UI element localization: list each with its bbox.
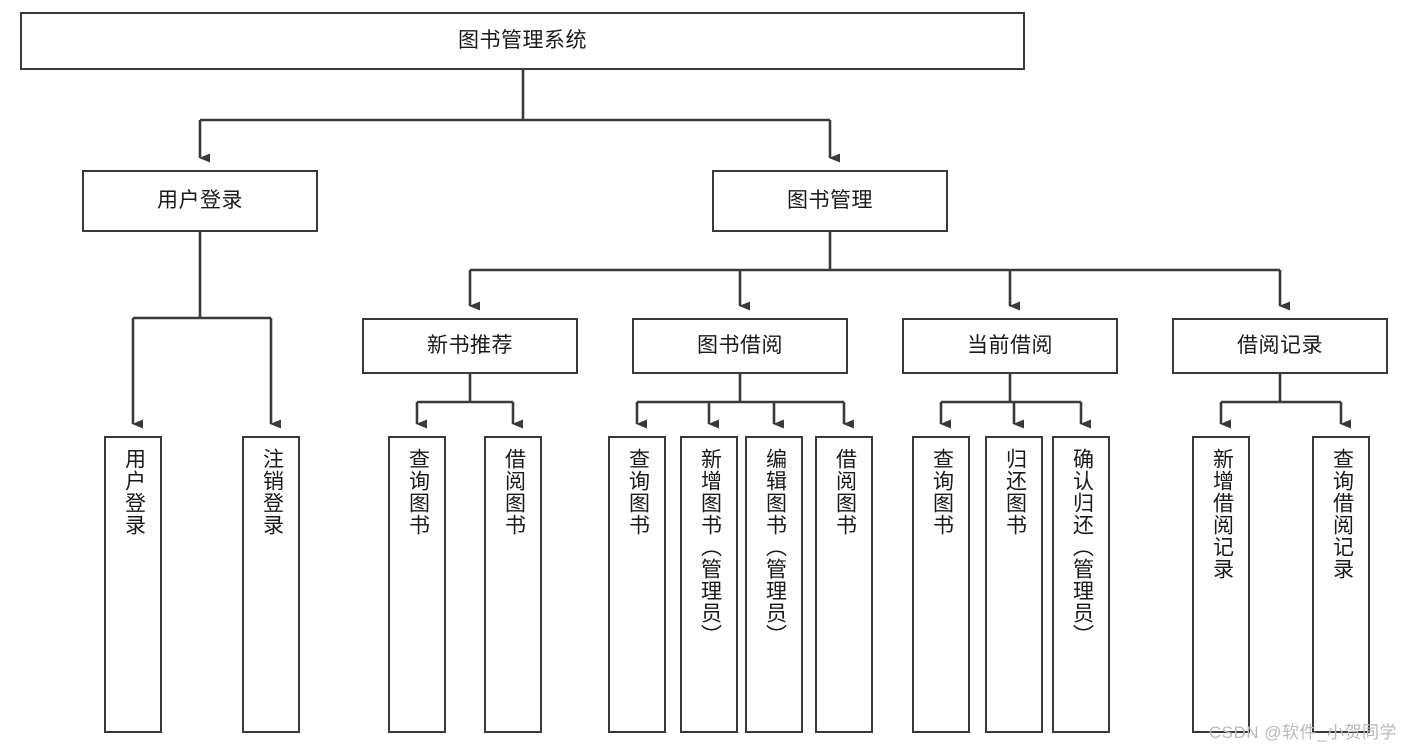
- node-label: 确认归还（管理员）: [1070, 448, 1094, 646]
- node-label: 新增图书（管理员）: [698, 448, 722, 646]
- node-label: 借阅图书: [833, 448, 857, 536]
- node-new-book-recommend[interactable]: 新书推荐: [362, 318, 578, 374]
- node-label: 用户登录: [122, 448, 146, 536]
- node-label: 用户登录: [157, 188, 243, 212]
- node-label: 编辑图书（管理员）: [763, 448, 787, 646]
- node-label: 新书推荐: [427, 333, 513, 357]
- leaf-query-book-borrow[interactable]: 查询图书: [608, 436, 666, 733]
- leaf-user-login[interactable]: 用户登录: [104, 436, 162, 733]
- node-borrow-record[interactable]: 借阅记录: [1172, 318, 1388, 374]
- leaf-query-borrow-record[interactable]: 查询借阅记录: [1312, 436, 1370, 733]
- node-label: 借阅图书: [502, 448, 526, 536]
- node-label: 查询图书: [406, 448, 430, 536]
- watermark-text: CSDN @软件_小贺同学: [1208, 723, 1397, 742]
- leaf-confirm-return-admin[interactable]: 确认归还（管理员）: [1052, 436, 1110, 733]
- node-label: 注销登录: [260, 448, 284, 536]
- leaf-query-book-recommend[interactable]: 查询图书: [388, 436, 446, 733]
- node-label: 归还图书: [1003, 448, 1027, 536]
- node-current-borrow[interactable]: 当前借阅: [902, 318, 1118, 374]
- node-book-borrow[interactable]: 图书借阅: [632, 318, 848, 374]
- node-root-system[interactable]: 图书管理系统: [20, 12, 1025, 70]
- leaf-borrow-book-recommend[interactable]: 借阅图书: [484, 436, 542, 733]
- leaf-query-book-current[interactable]: 查询图书: [912, 436, 970, 733]
- leaf-logout[interactable]: 注销登录: [242, 436, 300, 733]
- node-label: 借阅记录: [1237, 333, 1323, 357]
- node-label: 查询图书: [626, 448, 650, 536]
- node-label: 新增借阅记录: [1210, 448, 1234, 580]
- node-label: 查询借阅记录: [1330, 448, 1354, 580]
- node-label: 图书管理系统: [458, 28, 587, 52]
- leaf-edit-book-admin[interactable]: 编辑图书（管理员）: [745, 436, 803, 733]
- node-label: 当前借阅: [967, 333, 1053, 357]
- leaf-return-book[interactable]: 归还图书: [985, 436, 1043, 733]
- node-label: 图书管理: [787, 188, 873, 212]
- node-book-manage[interactable]: 图书管理: [712, 170, 948, 232]
- node-label: 图书借阅: [697, 333, 783, 357]
- leaf-add-book-admin[interactable]: 新增图书（管理员）: [680, 436, 738, 733]
- leaf-add-borrow-record[interactable]: 新增借阅记录: [1192, 436, 1250, 733]
- node-user-login[interactable]: 用户登录: [82, 170, 318, 232]
- leaf-borrow-book-borrow[interactable]: 借阅图书: [815, 436, 873, 733]
- node-label: 查询图书: [930, 448, 954, 536]
